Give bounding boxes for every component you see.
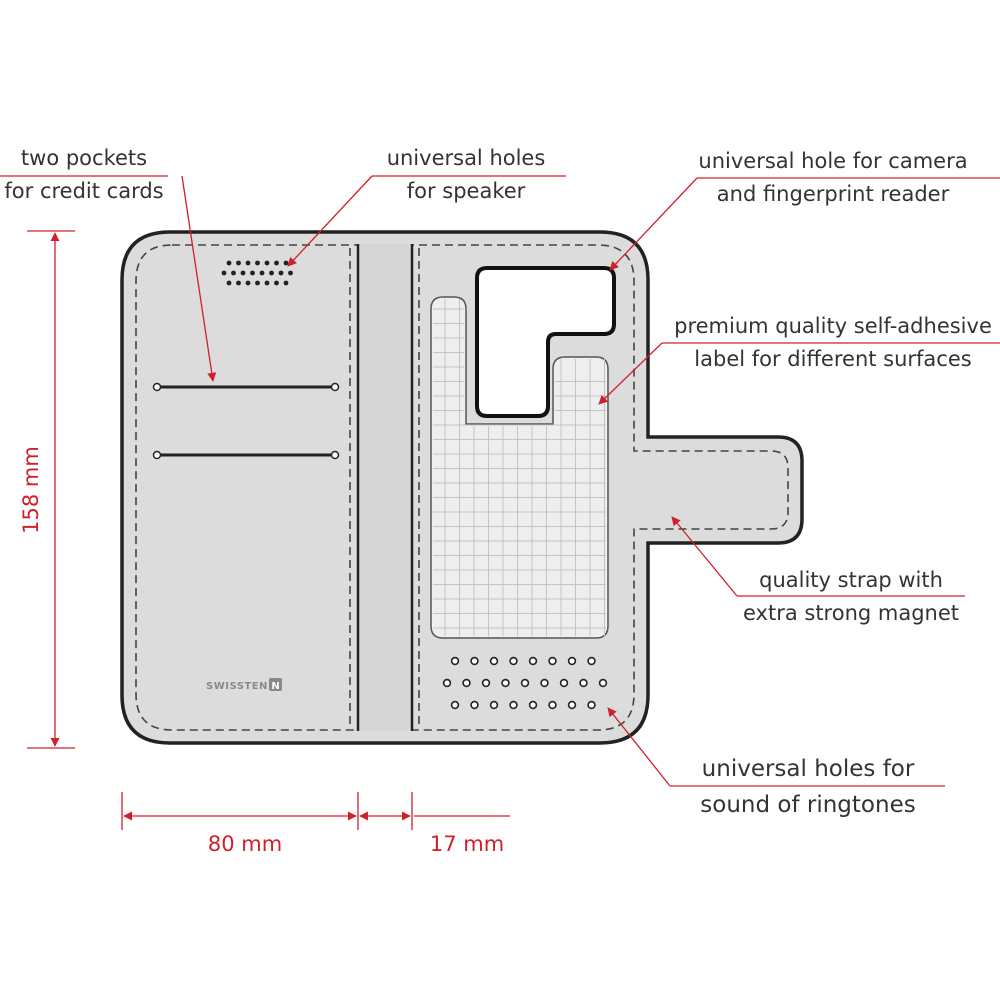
ringtone-holes [442,656,608,710]
adhesive-label [430,296,609,639]
speaker-hole [240,270,246,276]
speaker-hole [269,270,274,276]
callout-pockets-leader [181,175,217,382]
camera-hole [475,266,616,418]
dimension-height [27,230,75,749]
adhesive-label-line2: label for different surfaces [694,347,971,371]
speaker-hole [250,270,255,276]
ringtone-hole [567,656,577,666]
speaker-hole [236,280,241,286]
speaker-hole [245,280,251,286]
speaker-hole [255,280,260,286]
ringtone-hole [509,700,518,710]
ringtone-hole [489,700,499,710]
speaker-label-line2: for speaker [407,179,526,203]
speaker-holes [221,260,293,286]
speaker-hole [259,270,265,276]
callout-adhesive-leader [598,342,663,405]
stitching-outline [135,244,789,731]
speaker-hole [245,260,251,266]
speaker-hole [231,270,236,276]
ringtone-hole [567,700,577,710]
callout-lines [0,175,1000,787]
speaker-hole [226,260,232,266]
ringtone-hole [528,656,538,666]
speaker-hole [274,280,279,286]
adhesive-label-grid [433,299,606,636]
brand-mark: N [271,681,279,692]
card-pocket-bottom [152,450,340,460]
ringtone-hole [559,678,569,688]
ringtone-hole [540,678,549,688]
callout-speaker-leader [287,175,373,267]
callout-ringtones-leader [607,707,671,787]
speaker-hole [283,280,289,286]
pockets-label-line2: for credit cards [4,179,163,203]
ringtone-hole [548,700,557,710]
card-pocket-top [152,382,340,392]
speaker-hole [255,260,260,266]
ringtone-hole [587,656,596,666]
ringtone-hole [598,678,608,688]
speaker-hole [288,270,293,276]
ringtone-hole [470,656,479,666]
cover-width-label: 80 mm [208,832,282,856]
brand-logo: SWISSTEN N [206,678,282,692]
strap-label-line2: extra strong magnet [743,601,959,625]
ringtone-hole [579,678,588,688]
speaker-hole [236,260,241,266]
speaker-hole [264,260,270,266]
speaker-hole [278,270,284,276]
brand-name: SWISSTEN [206,681,268,692]
ringtone-hole [470,700,479,710]
ringtone-hole [587,700,596,710]
ringtone-hole [489,656,499,666]
speaker-hole [221,270,227,276]
spine [358,244,412,731]
spine-width-label: 17 mm [430,832,504,856]
ringtone-hole [528,700,538,710]
speaker-label-line1: universal holes [387,146,546,170]
ringtone-hole [442,678,452,688]
ringtone-hole [450,656,460,666]
ringtone-hole [548,656,557,666]
speaker-hole [264,280,270,286]
camera-label-line1: universal hole for camera [698,149,967,173]
ringtones-label-line1: universal holes for [702,756,915,782]
callout-strap-leader [671,516,738,597]
height-dimension-label: 158 mm [19,446,43,534]
ringtone-hole [509,656,518,666]
ringtone-hole [501,678,510,688]
camera-label-line2: and fingerprint reader [717,182,950,206]
ringtone-hole [450,700,460,710]
ringtone-hole [462,678,471,688]
callout-camera-leader [609,177,698,271]
speaker-hole [274,260,279,266]
ringtone-hole [520,678,530,688]
dimension-width [121,792,510,830]
ringtone-hole [481,678,491,688]
speaker-hole [283,260,289,266]
pockets-label-line1: two pockets [21,146,147,170]
speaker-hole [226,280,232,286]
strap-label-line1: quality strap with [759,568,943,592]
ringtones-label-line2: sound of ringtones [700,792,915,818]
adhesive-label-line1: premium quality self-adhesive [674,314,992,338]
